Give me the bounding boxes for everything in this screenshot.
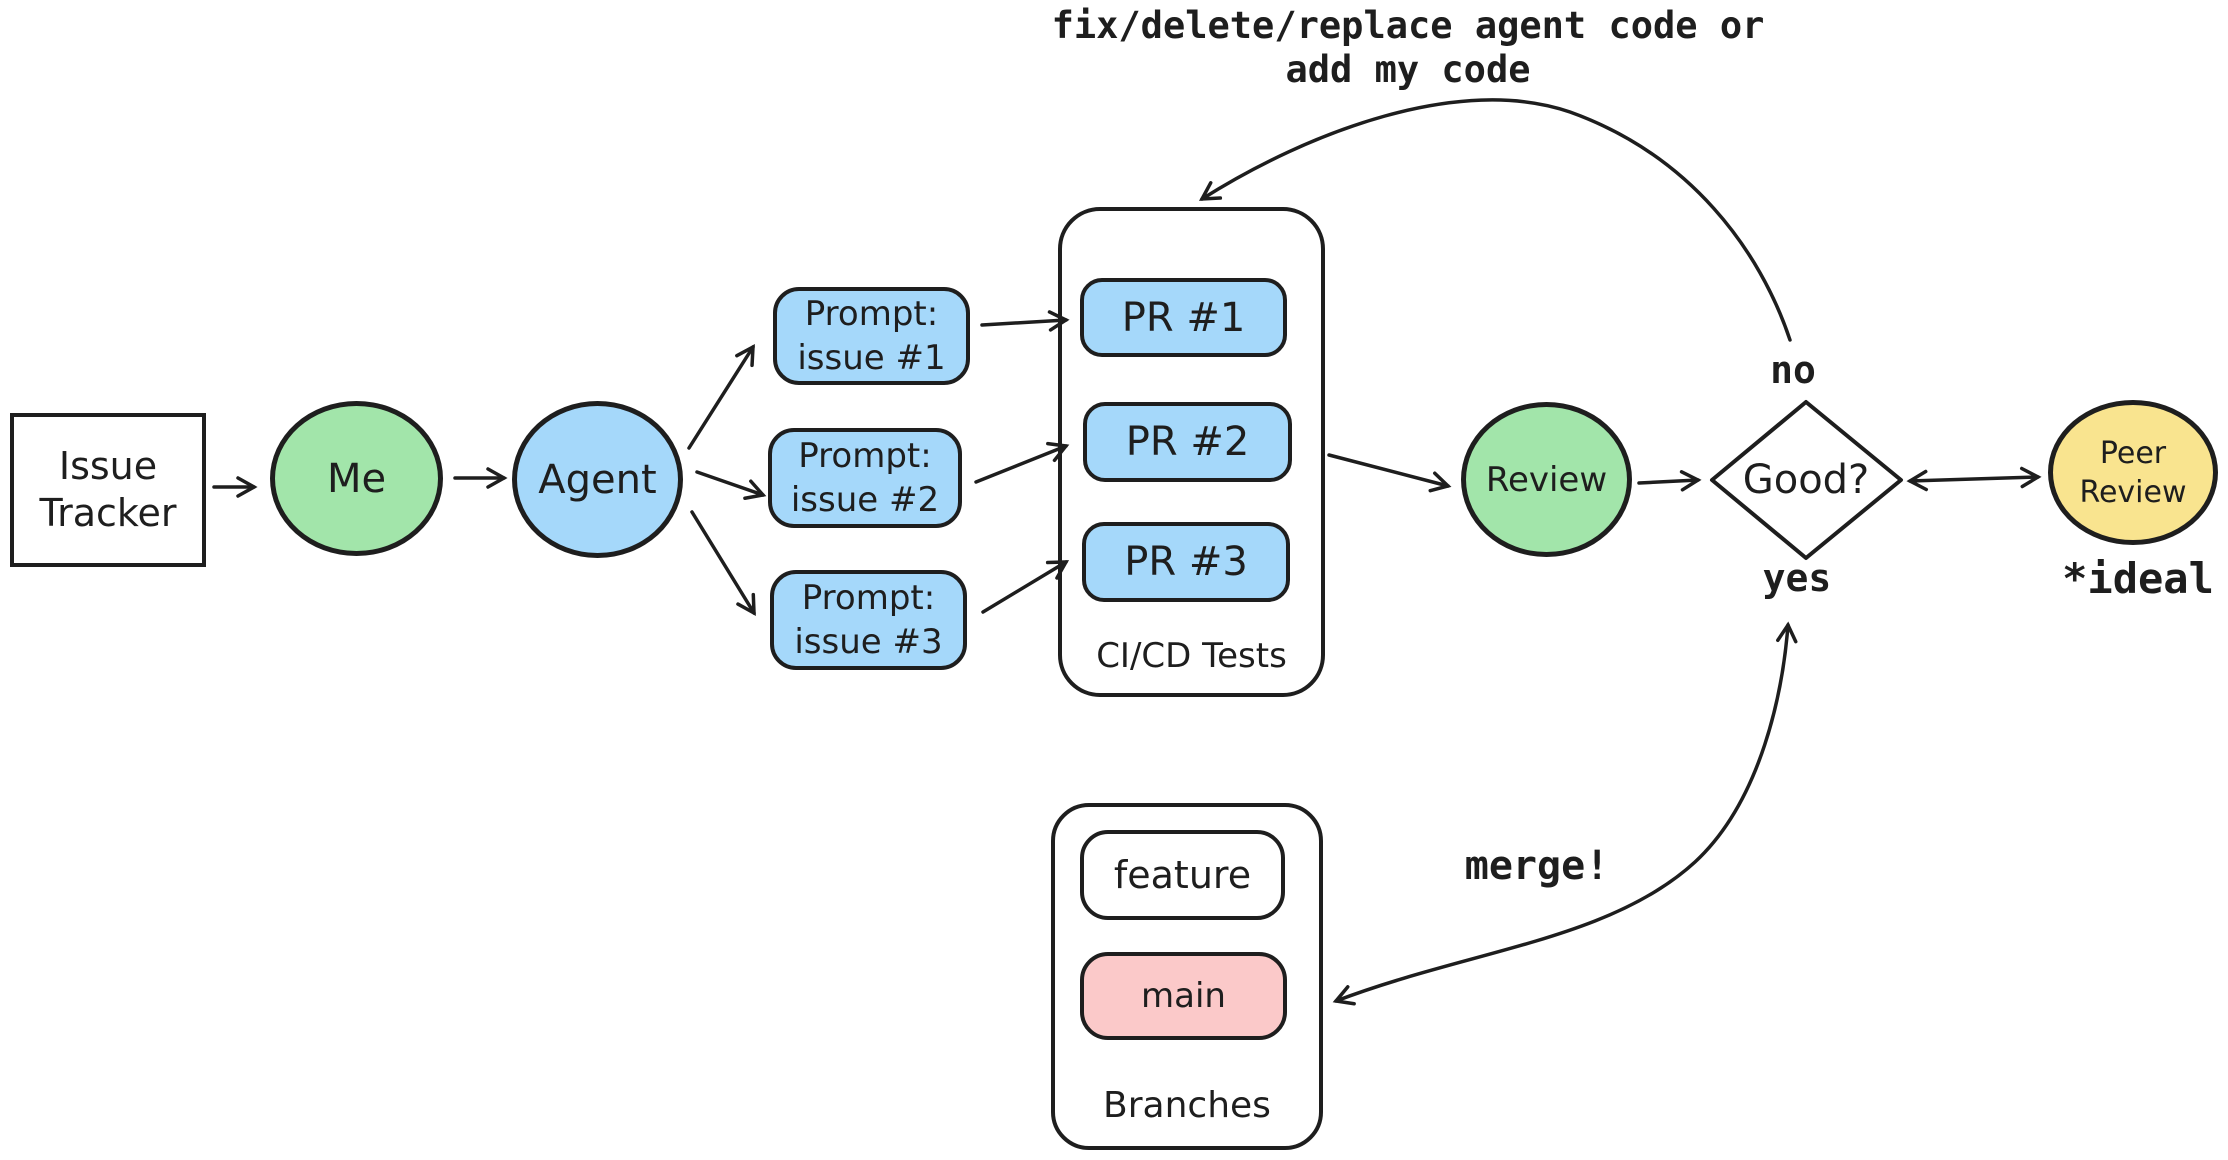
arrow-prompt3-to-pr3 [981, 560, 1070, 614]
arrow-cicd-to-review [1327, 453, 1452, 493]
ideal-label: *ideal [2062, 553, 2214, 603]
arrow-merge-to-branches [1332, 621, 1798, 1006]
arrow-agent-to-prompt2 [695, 470, 767, 500]
issue-tracker-node[interactable]: Issue Tracker [10, 413, 206, 567]
arrow-good-peer-bidirectional [1906, 466, 2042, 492]
arrow-agent-to-prompt1 [687, 343, 755, 450]
arrow-no-to-cicd [1198, 98, 1792, 342]
main-branch-node[interactable]: main [1080, 952, 1287, 1040]
cicd-tests-container [1058, 207, 1325, 697]
prompt-issue-2-node[interactable]: Prompt: issue #2 [768, 428, 962, 528]
arrow-review-to-good [1637, 470, 1702, 492]
agent-node[interactable]: Agent [512, 401, 683, 558]
arrow-prompt2-to-pr2 [974, 441, 1070, 484]
arrow-agent-to-prompt3 [690, 510, 756, 617]
pr-2-node[interactable]: PR #2 [1083, 402, 1292, 482]
merge-label: merge! [1464, 843, 1610, 889]
yes-label: yes [1762, 556, 1832, 600]
review-node[interactable]: Review [1461, 402, 1632, 557]
peer-review-node[interactable]: Peer Review [2048, 400, 2218, 545]
prompt-issue-1-node[interactable]: Prompt: issue #1 [773, 287, 970, 385]
branches-container [1051, 803, 1323, 1150]
branches-label: Branches [1103, 1084, 1271, 1126]
me-node[interactable]: Me [270, 401, 443, 556]
fix-note: fix/delete/replace agent code or add my … [1051, 3, 1765, 91]
cicd-tests-label: CI/CD Tests [1096, 636, 1287, 676]
arrow-prompt1-to-pr1 [980, 310, 1070, 332]
pr-3-node[interactable]: PR #3 [1082, 522, 1290, 602]
good-diamond-label[interactable]: Good? [1742, 457, 1870, 503]
no-label: no [1770, 348, 1816, 392]
feature-branch-node[interactable]: feature [1080, 830, 1285, 920]
prompt-issue-3-node[interactable]: Prompt: issue #3 [770, 570, 967, 670]
pr-1-node[interactable]: PR #1 [1080, 278, 1287, 357]
good-diamond-shape [1710, 400, 1903, 560]
